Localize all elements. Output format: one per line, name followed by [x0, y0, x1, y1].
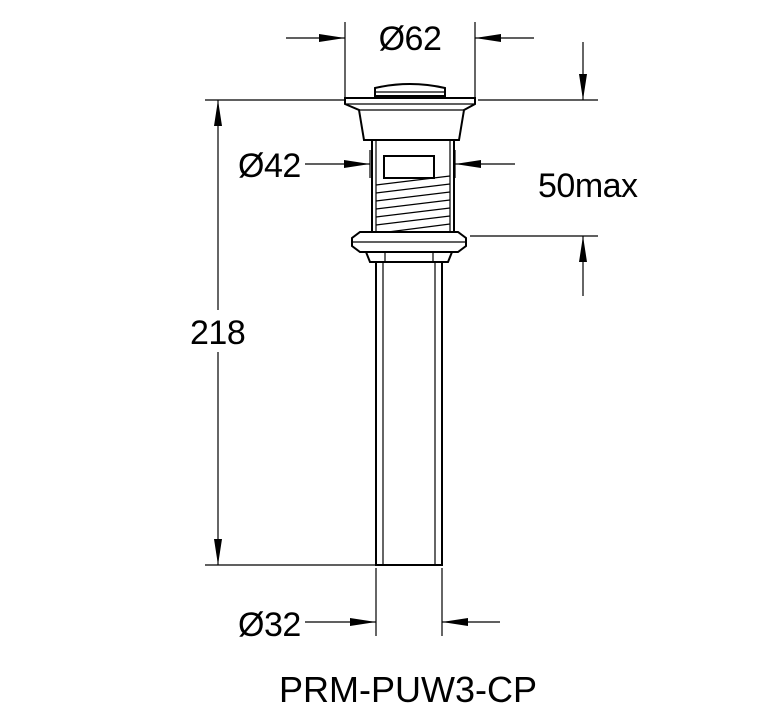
dimension-thread-diameter: Ø42 [238, 147, 515, 185]
top-diameter-label: Ø62 [379, 20, 442, 58]
tail-diameter-label: Ø32 [238, 606, 301, 644]
plug-cap [374, 83, 446, 97]
tail-pipe [375, 257, 443, 566]
dimension-total-height: 218 [190, 99, 376, 566]
overflow-window [383, 155, 435, 179]
model-code: PRM-PUW3-CP [279, 669, 537, 710]
washer [364, 251, 454, 263]
dimension-tail-diameter: Ø32 [238, 568, 500, 644]
dimension-top-diameter: Ø62 [286, 20, 534, 100]
thread-diameter-label: Ø42 [238, 147, 301, 185]
dimension-max-length: 50max [470, 42, 639, 296]
pop-up-waste-body [344, 83, 476, 566]
thread-lines [375, 175, 451, 233]
total-height-label: 218 [190, 314, 245, 352]
threaded-body [371, 139, 455, 233]
max-length-label: 50max [538, 167, 638, 205]
